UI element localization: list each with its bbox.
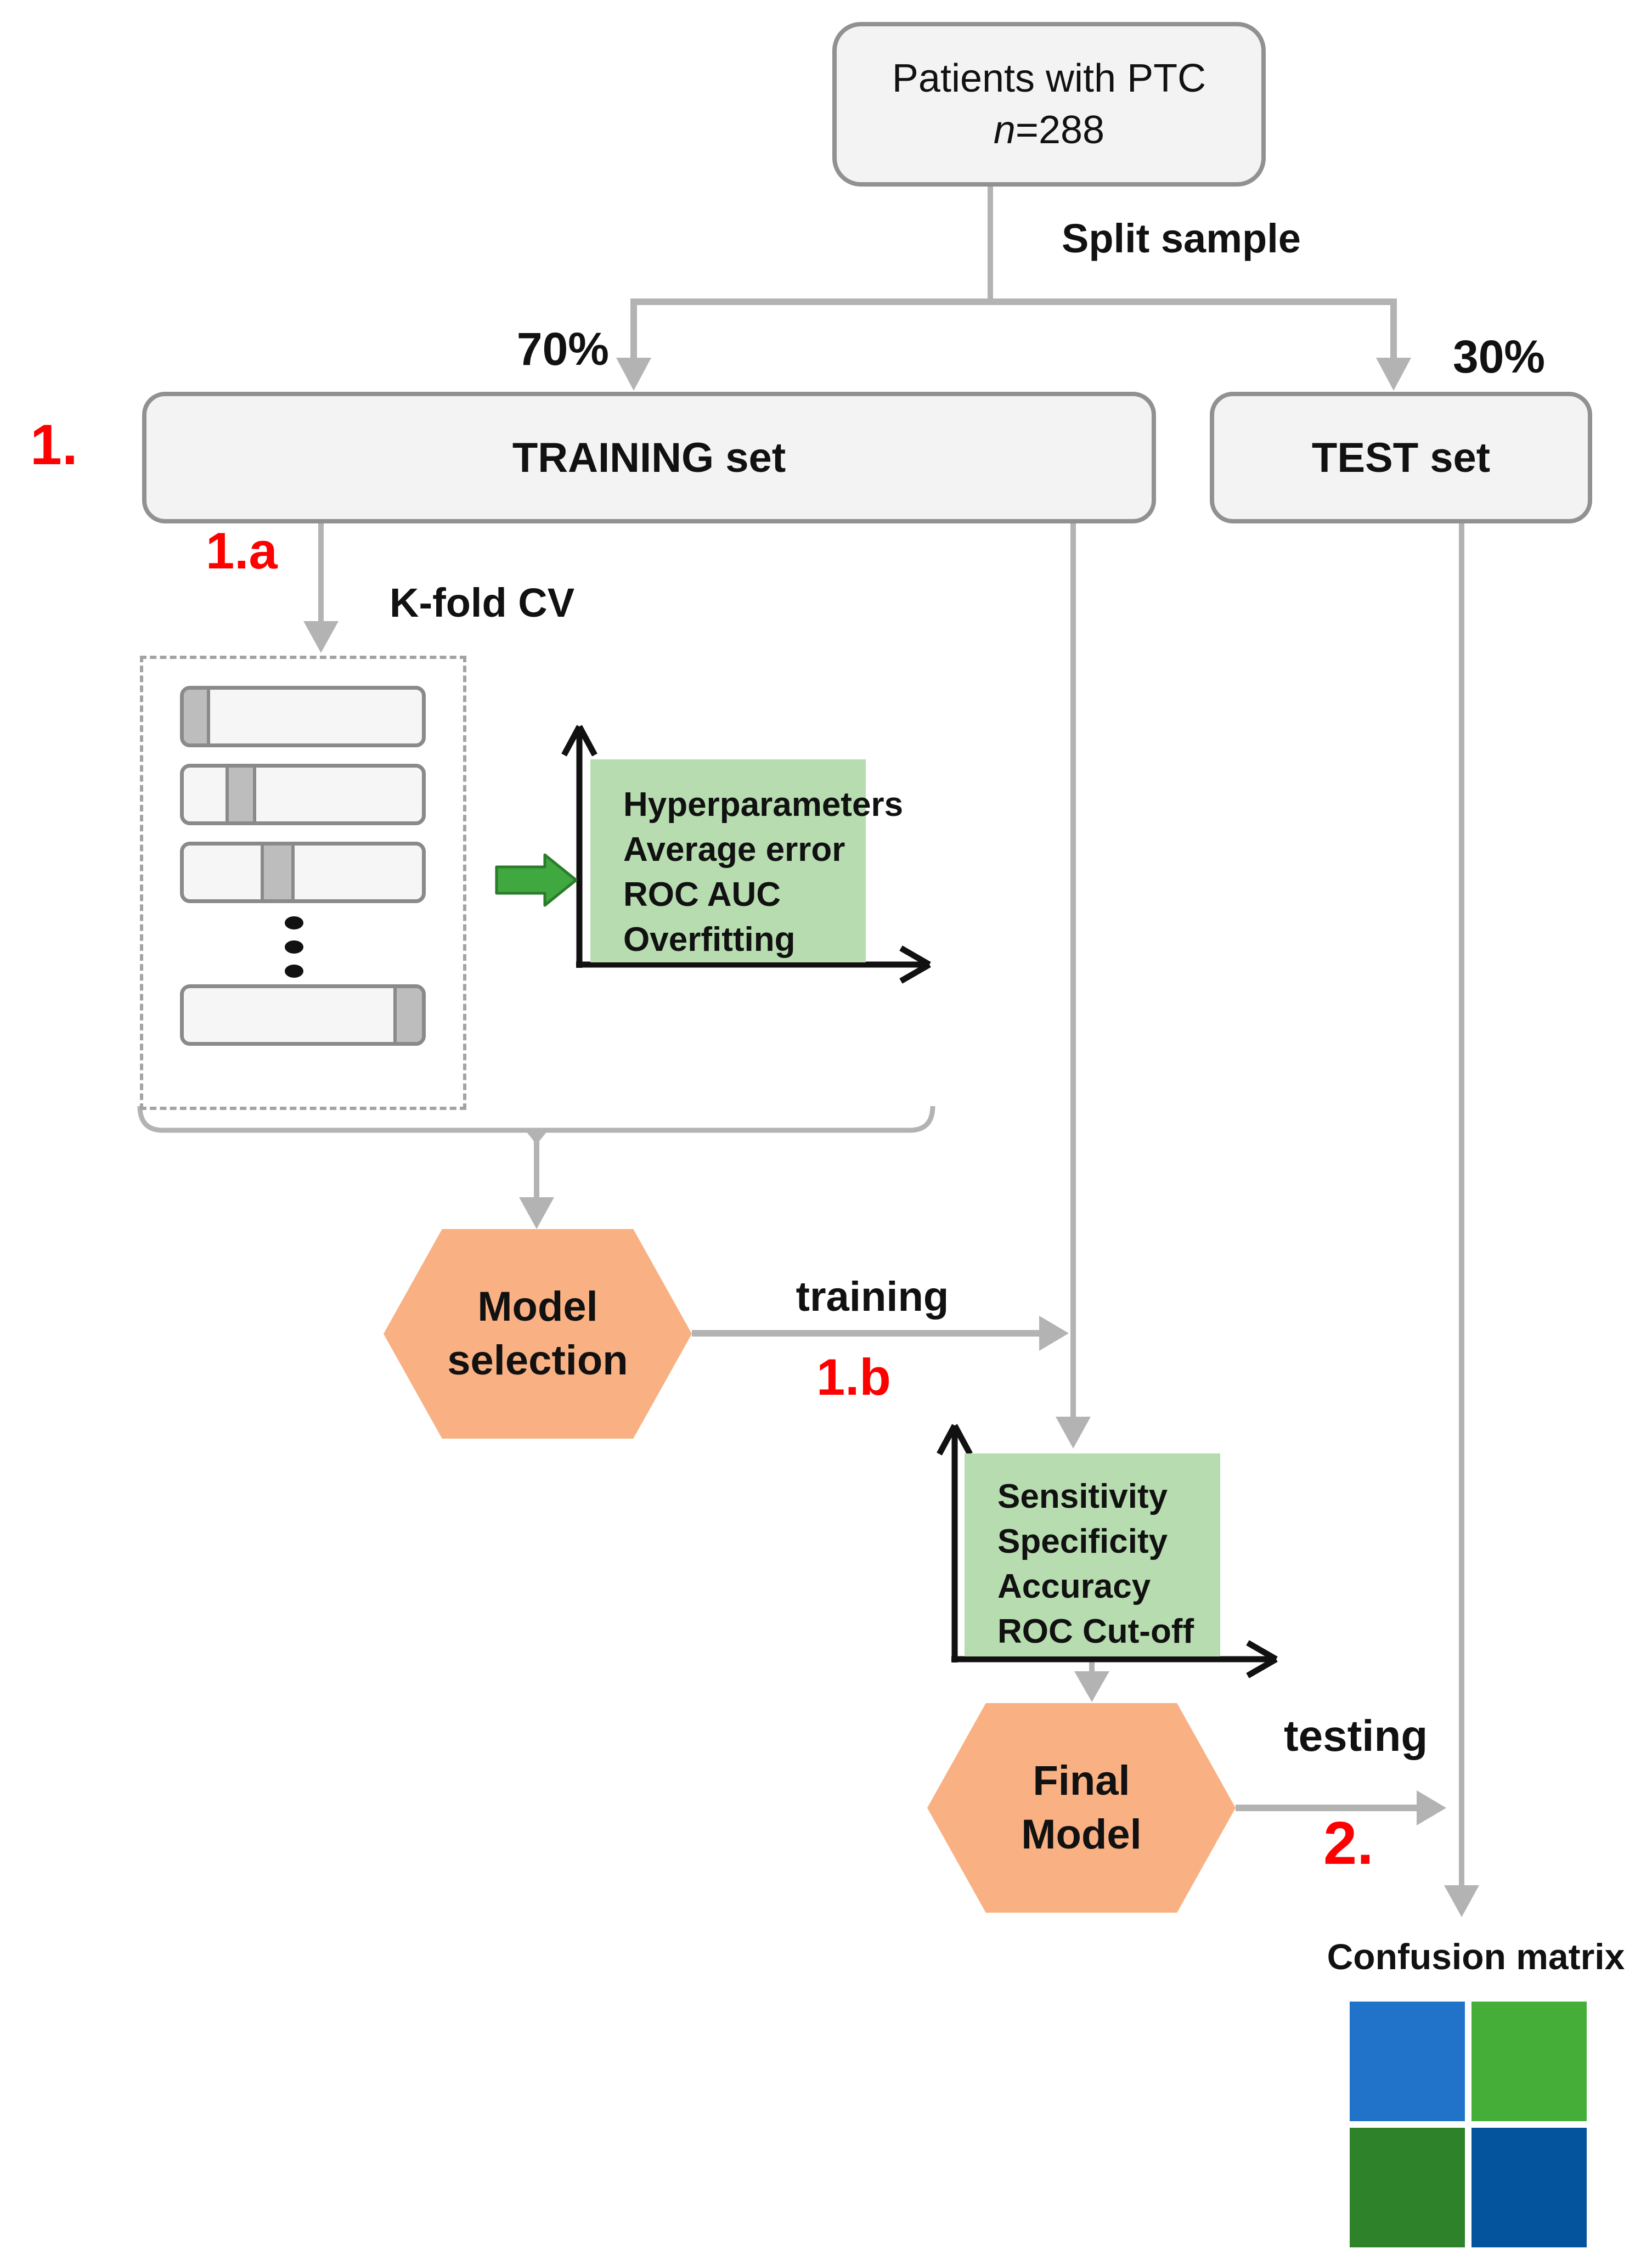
- cv-metric-hyperparameters: Hyperparameters: [623, 786, 904, 824]
- underbrace-center-notch: [523, 1128, 550, 1145]
- ellipsis-dot-icon: [285, 965, 303, 978]
- ellipsis-dot-icon: [285, 916, 303, 929]
- node-training-set: TRAINING set: [142, 392, 1156, 523]
- confusion-cell-top-left: [1350, 2002, 1465, 2121]
- confusion-cell-bottom-right: [1471, 2128, 1587, 2247]
- node-final-model: Final Model: [927, 1703, 1236, 1913]
- cv-plot-x-arrow-icon: [899, 962, 931, 984]
- arrowhead-test-icon: [1376, 358, 1411, 391]
- step-1-marker: 1.: [30, 413, 78, 477]
- training-set-label: TRAINING set: [512, 434, 786, 481]
- split-30-label: 30%: [1453, 331, 1546, 382]
- arrowhead-confusion-icon: [1444, 1885, 1479, 1917]
- test-plot-x-arrow-icon: [1246, 1656, 1278, 1678]
- split-sample-label: Split sample: [1062, 216, 1301, 261]
- fold-test-segment: [393, 988, 422, 1042]
- split-70-label: 70%: [516, 323, 609, 375]
- arrowhead-modelselection-icon: [519, 1197, 554, 1229]
- cv-plot-y-arrow-icon: [577, 725, 597, 757]
- n-value: =288: [1015, 108, 1105, 152]
- fold-test-segment: [261, 846, 295, 899]
- final-model-line1: Final: [1033, 1757, 1130, 1804]
- cv-metric-average-error: Average error: [623, 831, 845, 869]
- n-symbol: n: [993, 108, 1016, 152]
- patients-title: Patients with PTC: [892, 57, 1206, 100]
- fold-test-segment: [184, 690, 210, 743]
- arrowhead-training-icon: [616, 358, 651, 391]
- test-metric-accuracy: Accuracy: [997, 1568, 1151, 1605]
- cv-metric-roc-auc: ROC AUC: [623, 876, 781, 914]
- node-model-selection: Model selection: [384, 1229, 692, 1439]
- model-selection-line1: Model: [477, 1283, 598, 1330]
- test-metric-roc-cutoff: ROC Cut-off: [997, 1613, 1194, 1650]
- cv-fold-bar-4: [180, 984, 426, 1046]
- kfold-dashed-box: [140, 656, 466, 1110]
- test-metrics-box: Sensitivity Specificity Accuracy ROC Cut…: [965, 1453, 1220, 1656]
- test-metric-specificity: Specificity: [997, 1523, 1168, 1560]
- node-patients: Patients with PTC n=288: [832, 22, 1266, 187]
- test-plot-y-arrow-icon: [952, 1424, 973, 1456]
- patients-count: n=288: [994, 104, 1104, 156]
- cv-fold-bar-2: [180, 764, 426, 825]
- testing-edge-label: testing: [1284, 1711, 1428, 1760]
- node-test-set: TEST set: [1210, 392, 1592, 523]
- arrowhead-finalmodel-icon: [1074, 1671, 1109, 1702]
- cv-fold-bar-1: [180, 686, 426, 747]
- fold-test-segment: [225, 768, 256, 821]
- kfold-cv-label: K-fold CV: [390, 580, 575, 625]
- test-plot-y-arrow-icon: [937, 1424, 957, 1456]
- model-selection-line2: selection: [447, 1337, 628, 1384]
- cv-plot-x-arrow-icon: [899, 945, 931, 967]
- arrowhead-metrics-icon: [1056, 1417, 1091, 1449]
- test-metric-sensitivity: Sensitivity: [997, 1478, 1168, 1515]
- step-2-marker: 2.: [1323, 1810, 1374, 1877]
- arrowhead-kfold-icon: [303, 621, 339, 653]
- final-model-line2: Model: [1021, 1811, 1142, 1858]
- test-set-label: TEST set: [1311, 434, 1491, 481]
- confusion-cell-top-right: [1471, 2002, 1587, 2121]
- ellipsis-dot-icon: [285, 940, 303, 954]
- arrowhead-testingline-icon: [1417, 1790, 1446, 1825]
- training-edge-label: training: [796, 1273, 949, 1320]
- cv-metric-overfitting: Overfitting: [623, 921, 796, 959]
- confusion-matrix-title: Confusion matrix: [1327, 1936, 1625, 1977]
- cv-metrics-box: Hyperparameters Average error ROC AUC Ov…: [590, 759, 904, 962]
- green-block-arrow-icon: [495, 853, 578, 907]
- cv-fold-bar-3: [180, 842, 426, 903]
- cv-plot-y-arrow-icon: [561, 725, 582, 757]
- arrowhead-trainingline-icon: [1039, 1316, 1069, 1351]
- step-1b-marker: 1.b: [816, 1348, 891, 1406]
- test-plot-x-arrow-icon: [1246, 1640, 1278, 1662]
- step-1a-marker: 1.a: [206, 522, 278, 579]
- confusion-cell-bottom-left: [1350, 2128, 1465, 2247]
